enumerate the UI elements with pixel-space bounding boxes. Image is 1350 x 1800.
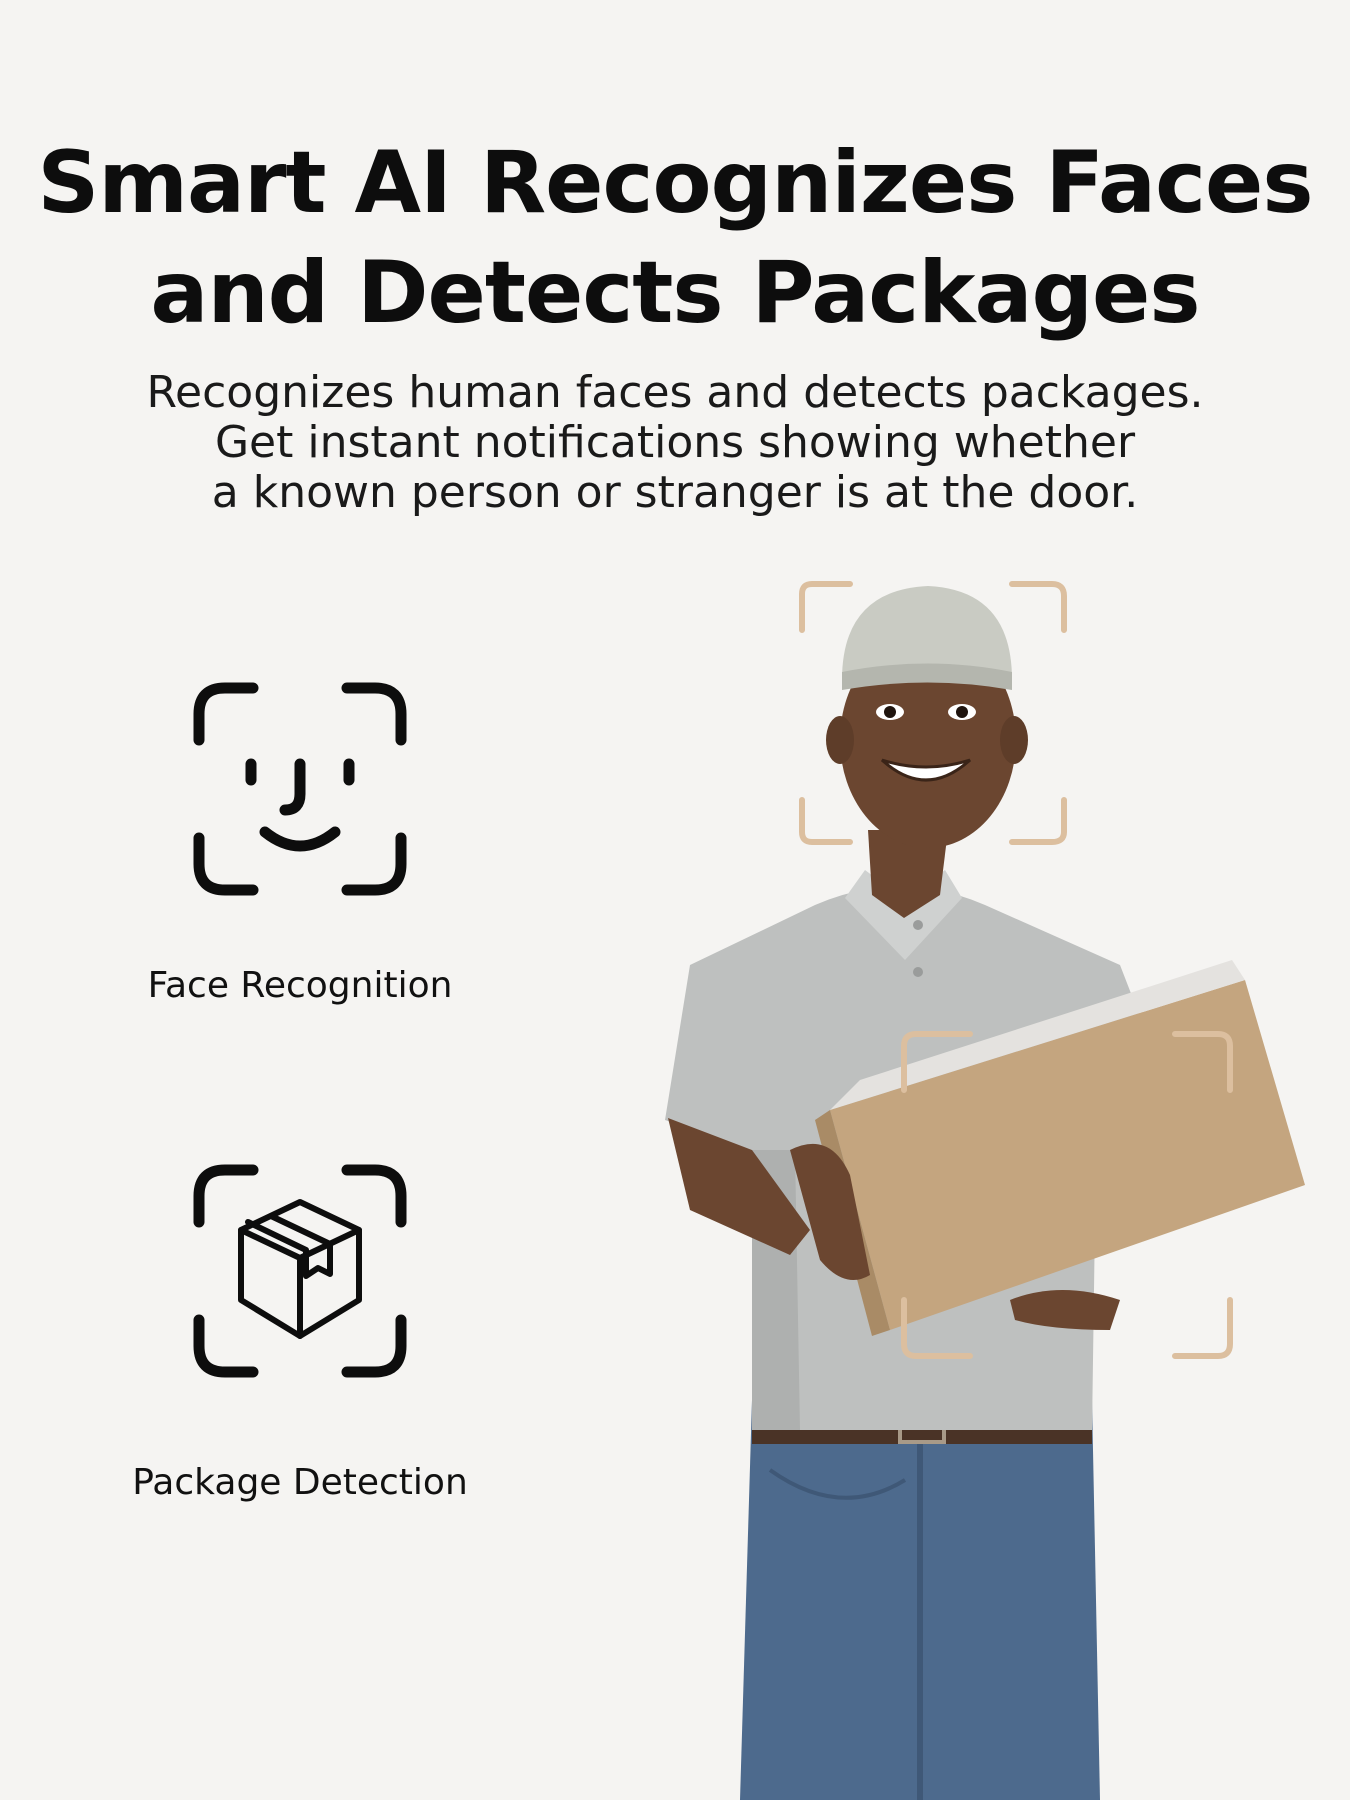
feature-package-detection: Package Detection — [80, 1164, 520, 1505]
description-line-3: a known person or stranger is at the doo… — [211, 467, 1139, 518]
description: Recognizes human faces and detects packa… — [0, 368, 1350, 518]
package-detection-icon — [193, 1164, 407, 1378]
headline: Smart AI Recognizes Faces and Detects Pa… — [0, 128, 1350, 348]
delivery-person-photo — [600, 560, 1320, 1800]
headline-line-1: Smart AI Recognizes Faces — [37, 133, 1313, 233]
delivery-person-illustration — [665, 581, 1305, 1800]
feature-label-face: Face Recognition — [147, 965, 453, 1006]
feature-face-recognition: Face Recognition — [80, 682, 520, 1008]
description-line-1: Recognizes human faces and detects packa… — [146, 367, 1204, 418]
feature-label-package: Package Detection — [132, 1462, 468, 1503]
face-recognition-icon — [193, 682, 407, 896]
description-line-2: Get instant notifications showing whethe… — [214, 417, 1136, 468]
headline-line-2: and Detects Packages — [150, 243, 1200, 343]
